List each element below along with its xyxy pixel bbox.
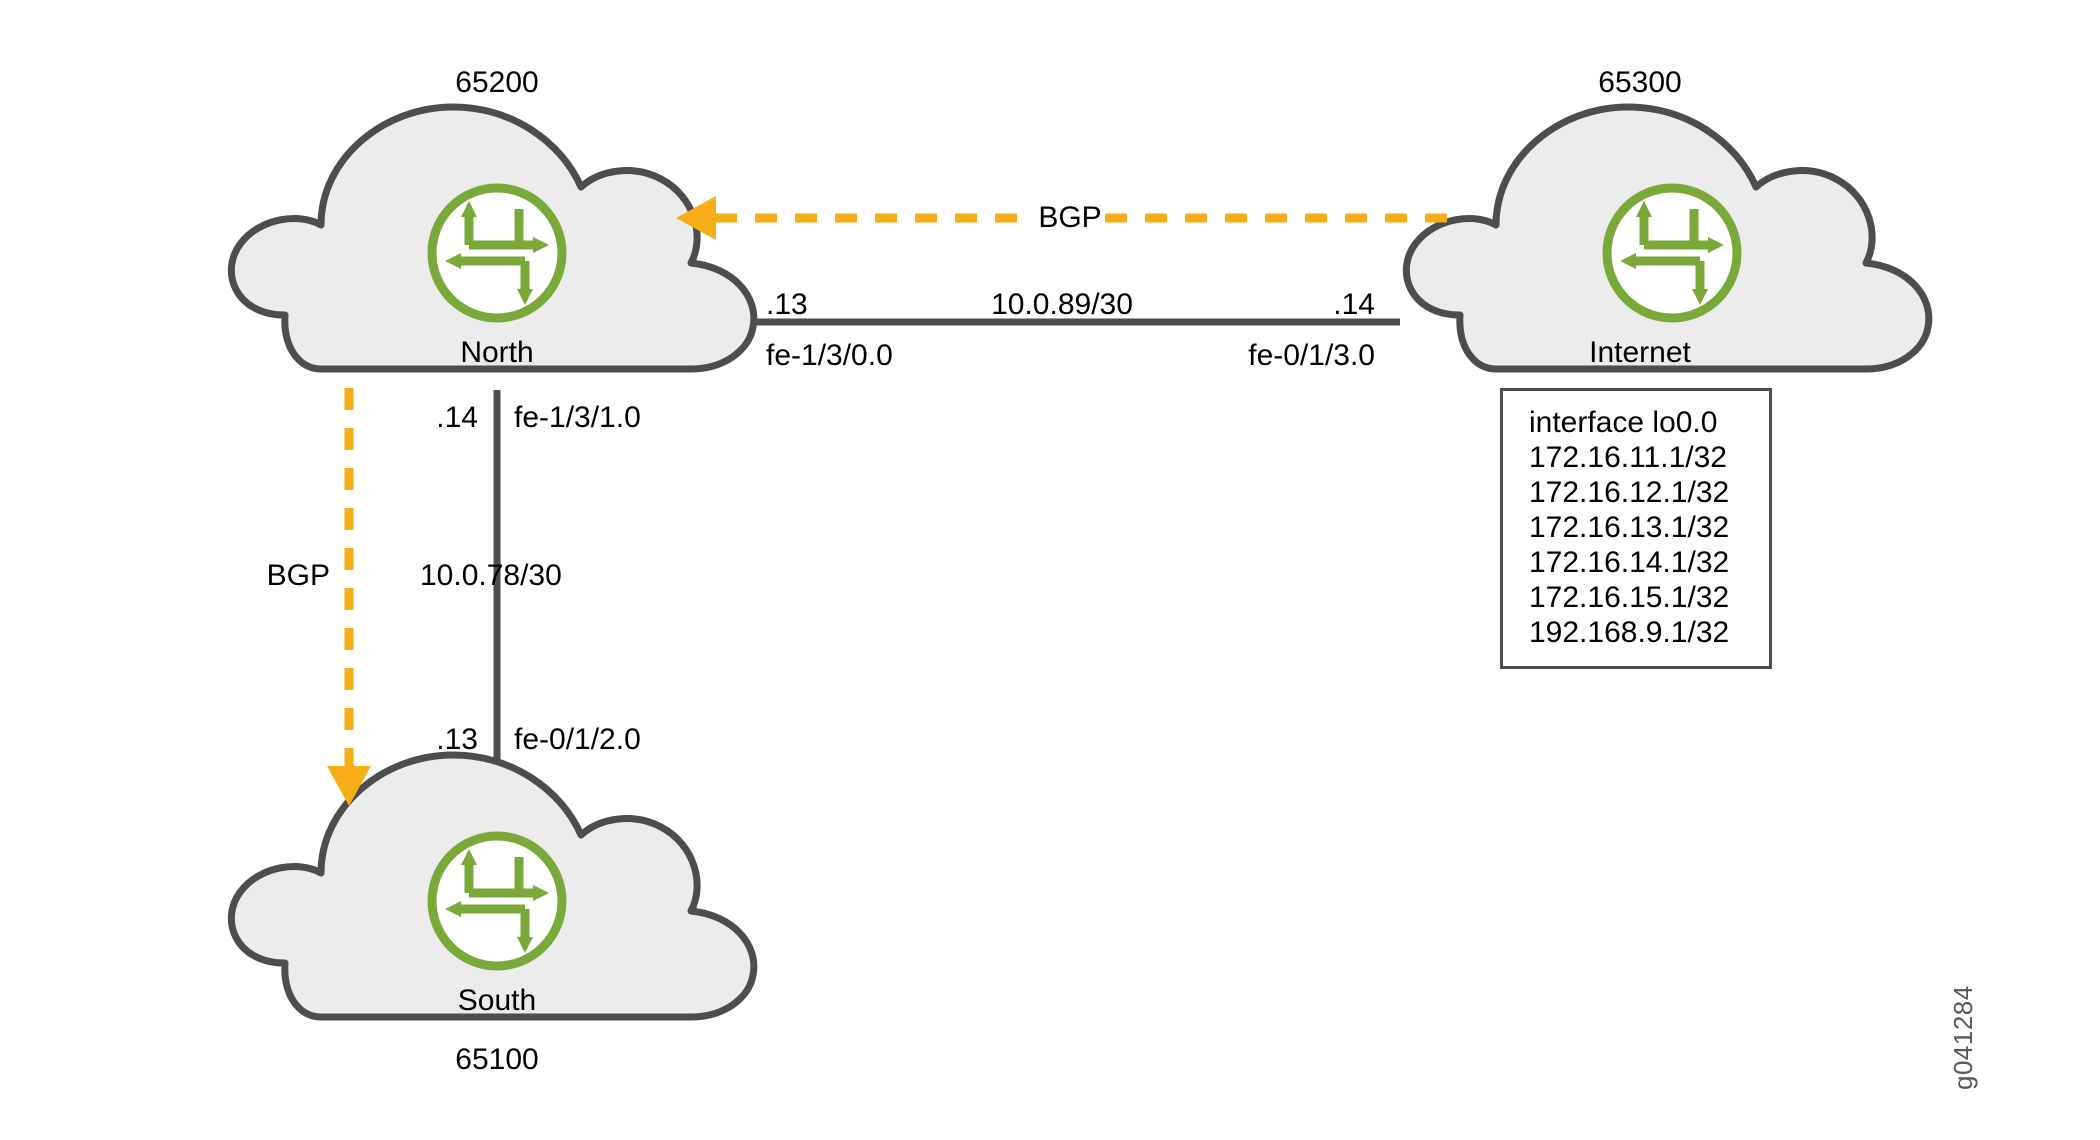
router-icon-north [427,183,567,323]
as-number-internet: 65300 [1598,66,1682,99]
loopback-address: 172.16.13.1/32 [1529,511,1730,544]
loopback-address: 172.16.11.1/32 [1529,441,1727,474]
as-number-south: 65100 [455,1043,539,1076]
link-label-north-south-top-host: .14 [436,401,478,434]
bgp-label-vertical: BGP [266,559,330,592]
loopback-address: 172.16.14.1/32 [1529,546,1730,579]
node-label-internet: Internet [1589,336,1691,369]
node-label-south: South [457,984,537,1017]
router-icon-south [427,831,567,971]
router-icon-internet [1602,183,1742,323]
link-label-north-south-top-interface: fe-1/3/1.0 [514,401,641,434]
as-number-north: 65200 [455,66,539,99]
bgp-label-horizontal: BGP [1038,201,1102,234]
link-label-north-south-bottom-interface: fe-0/1/2.0 [514,723,641,756]
link-label-internet-interface: fe-0/1/3.0 [1248,339,1375,372]
bgp-arrow-internet-north [676,196,1460,240]
loopback-address: 172.16.12.1/32 [1529,476,1730,509]
loopback-address-box: interface lo0.0 172.16.11.1/32 172.16.12… [1500,388,1772,669]
loopback-address: 192.168.9.1/32 [1529,616,1730,649]
bgp-arrow-north-south [327,388,371,806]
link-label-north-south-bottom-host: .13 [436,723,478,756]
node-label-north: North [460,336,534,369]
link-label-internet-host: .14 [1333,288,1375,321]
link-label-north-interface: fe-1/3/0.0 [766,339,893,372]
loopback-address: 172.16.15.1/32 [1529,581,1730,614]
loopback-heading: interface lo0.0 [1529,406,1718,439]
link-label-subnet-78: 10.0.78/30 [420,559,562,592]
watermark-id: g041284 [1948,985,1978,1090]
link-label-subnet-89: 10.0.89/30 [991,288,1133,321]
link-label-north-host: .13 [766,288,808,321]
